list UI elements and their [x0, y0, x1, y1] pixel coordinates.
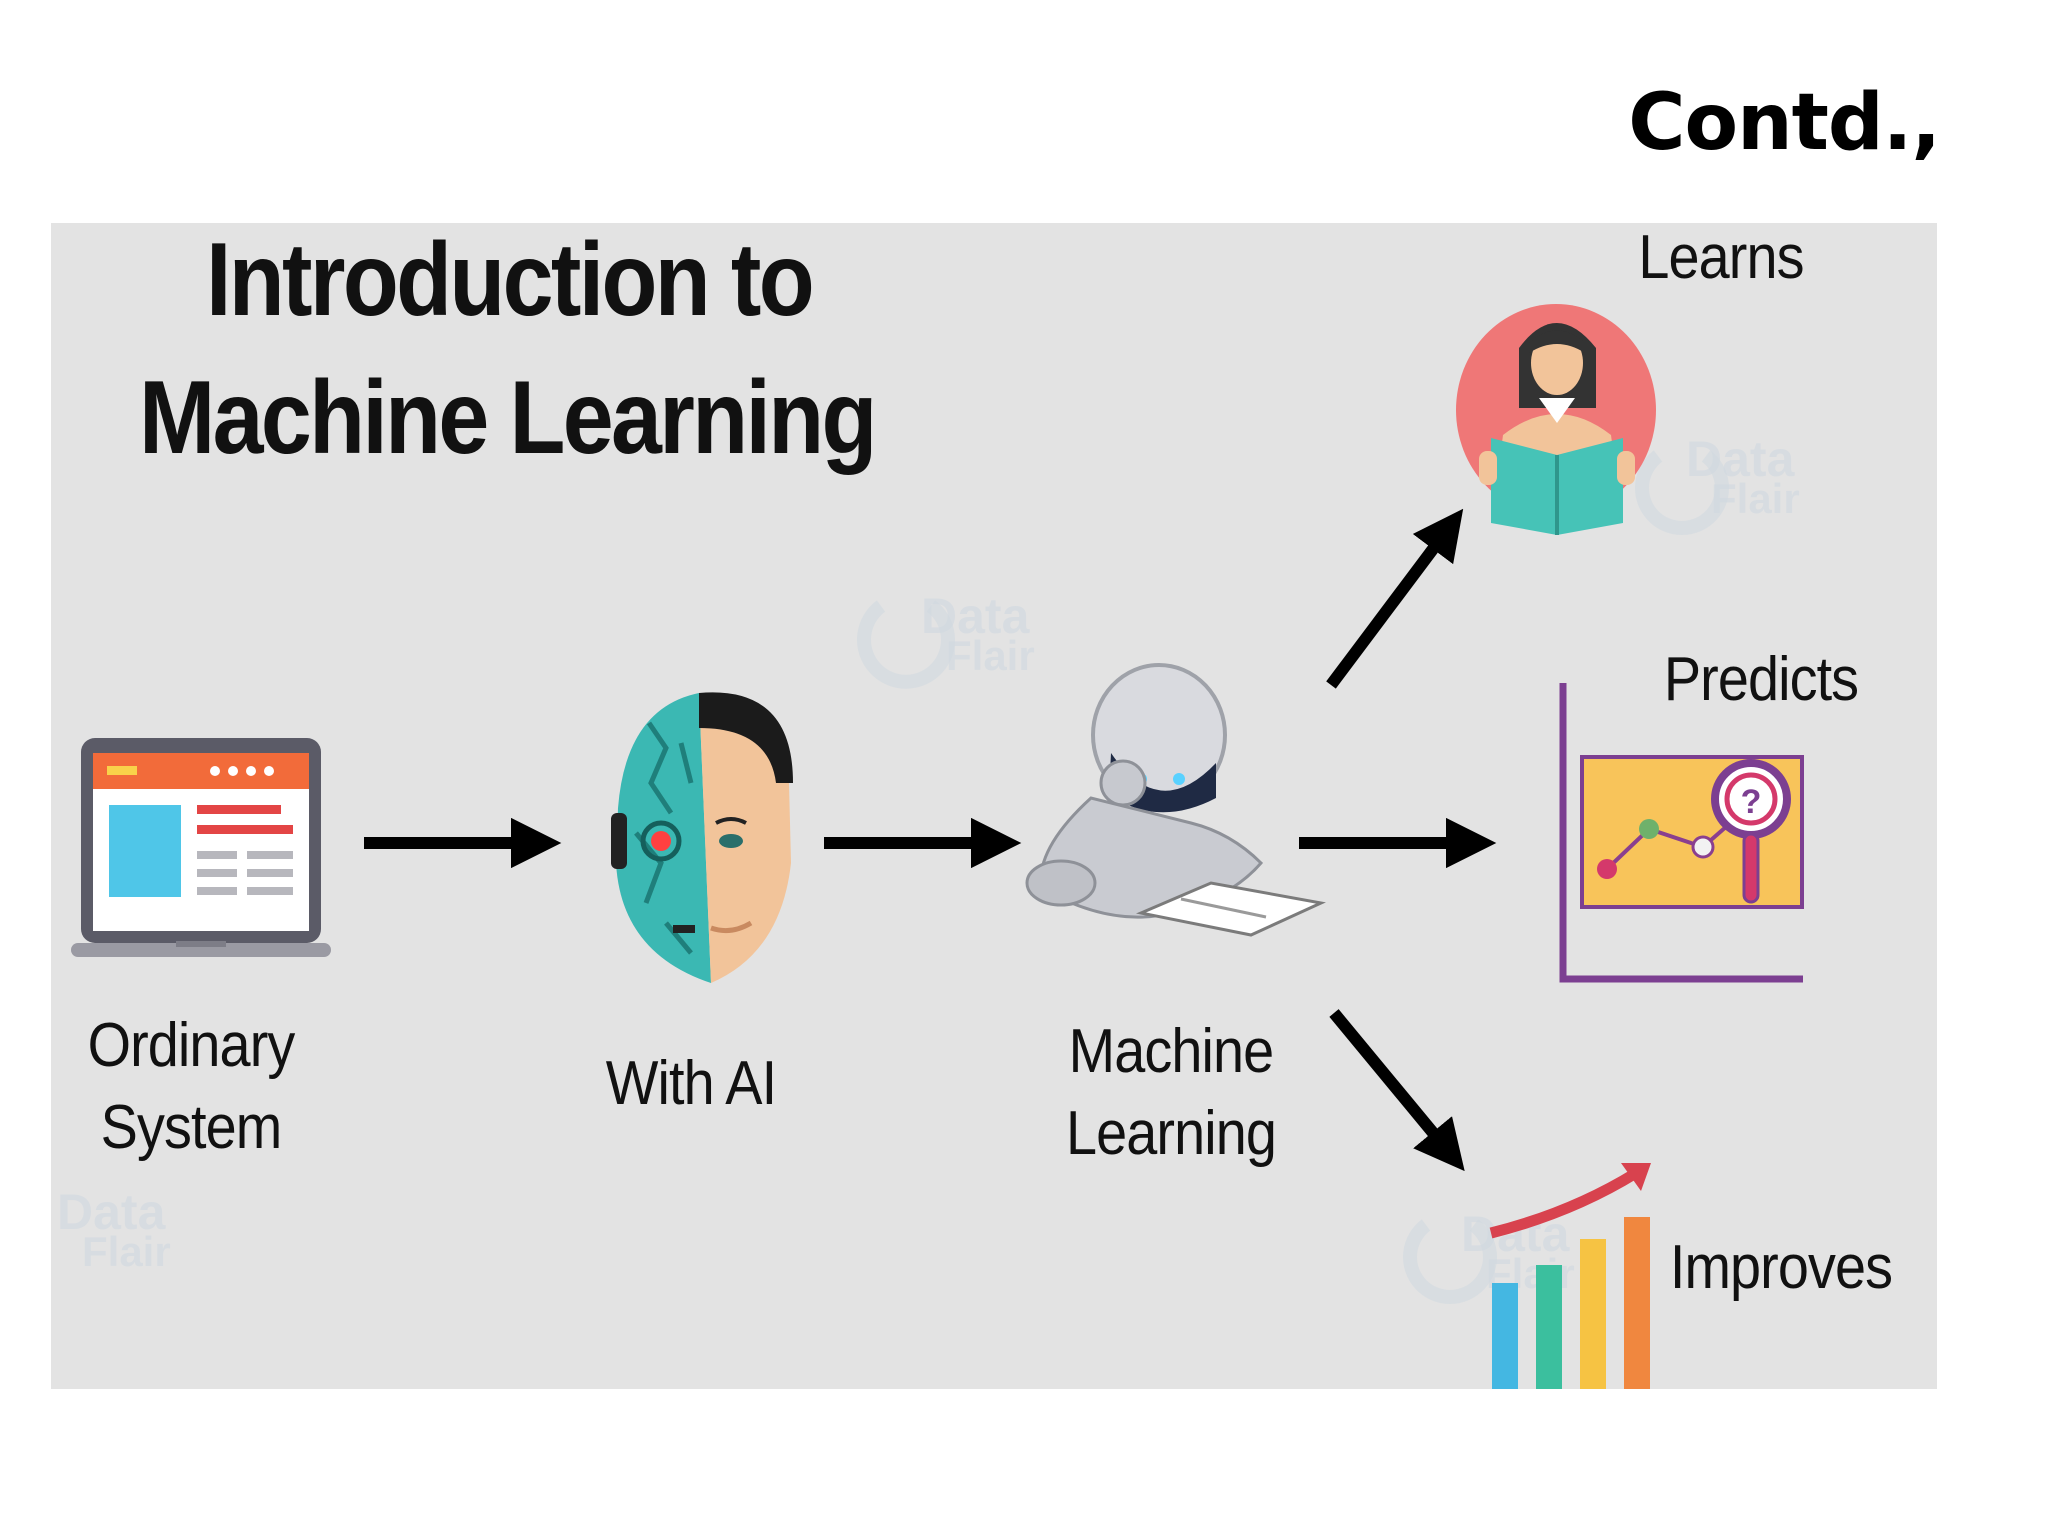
- watermark-logo-icon: [857, 450, 1729, 1304]
- diagram-graphics: ?: [71, 304, 1804, 1389]
- diagram-title-line-1: Introduction to: [206, 223, 815, 338]
- node-label-ordinary-line-2: System: [100, 1093, 283, 1162]
- slide-heading: Contd.,: [1628, 78, 1941, 168]
- node-label-ordinary-line-1: Ordinary: [87, 1011, 296, 1080]
- node-label-ml-line-2: Learning: [1066, 1099, 1277, 1168]
- laptop-icon: [71, 738, 331, 957]
- outcome-label-predicts: Predicts: [1663, 645, 1859, 714]
- arrow-ml-to-learns: [1326, 508, 1464, 689]
- half-robot-face-icon: [611, 692, 793, 983]
- svg-text:?: ?: [1741, 783, 1762, 821]
- watermark-line-2: Flair: [82, 1227, 171, 1275]
- magnifier-line-chart-icon: ?: [1559, 683, 1804, 983]
- flow-arrows: [364, 508, 1497, 1172]
- reading-woman-icon: [1456, 304, 1656, 535]
- node-label-with-ai: With AI: [605, 1049, 777, 1118]
- outcome-label-learns: Learns: [1638, 223, 1804, 292]
- outcome-label-improves: Improves: [1669, 1233, 1893, 1302]
- growth-bar-chart-icon: [1489, 1163, 1651, 1389]
- node-label-ml-line-1: Machine: [1068, 1017, 1275, 1086]
- diagram-panel: Introduction to Machine Learning Data Fl…: [51, 223, 1937, 1389]
- diagram-title-line-2: Machine Learning: [139, 360, 877, 476]
- reading-robot-icon: [1025, 663, 1326, 937]
- watermark: Data Flair: [57, 1184, 171, 1275]
- watermark-line-2: Flair: [946, 631, 1035, 679]
- arrow-ml-to-improves: [1329, 1009, 1465, 1172]
- watermark-line-1: Data: [57, 1184, 166, 1240]
